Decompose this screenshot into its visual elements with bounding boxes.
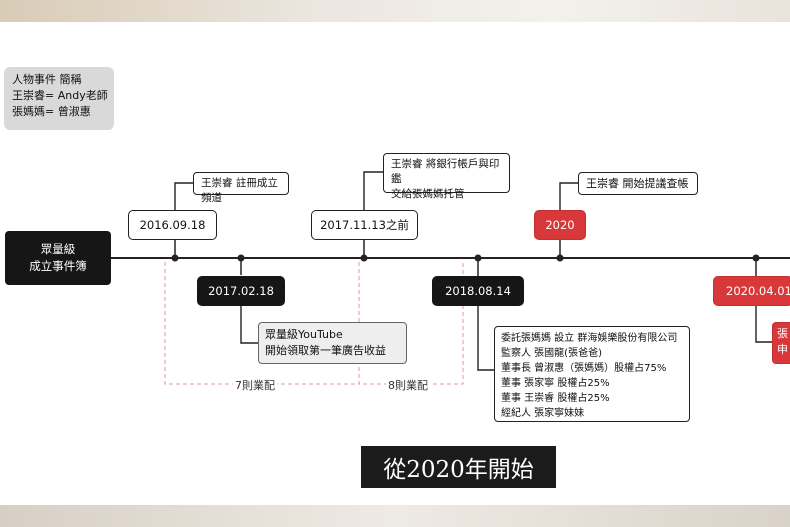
note-youtube-revenue: 眾量級YouTube 開始領取第一筆廣告收益	[258, 322, 407, 364]
note-youtube-line-2: 開始領取第一筆廣告收益	[265, 344, 386, 357]
note-cut-line-1: 張	[777, 327, 788, 340]
root-label-box: 眾量級 成立事件簿	[5, 231, 111, 285]
span-label-1: 7則業配	[233, 377, 277, 393]
event-date-2020-04-01: 2020.04.01	[713, 276, 790, 306]
note-bank-custody: 王崇睿 將銀行帳戶與印鑑 交給張媽媽托管	[383, 153, 510, 200]
event-date-2017-11-13: 2017.11.13之前	[311, 210, 418, 240]
timeline-board	[0, 22, 790, 505]
note-company-line-5: 董事 王崇睿 股權占25%	[501, 393, 610, 404]
event-date-2018-08-14: 2018.08.14	[432, 276, 524, 306]
note-cut-off: 張 申	[772, 322, 790, 364]
note-company-line-3: 董事長 曾淑惠（張媽媽）股權占75%	[501, 363, 667, 374]
legend-line-1: 王崇睿= Andy老師	[12, 89, 108, 102]
legend-box: 人物事件 簡稱 王崇睿= Andy老師 張媽媽= 曾淑惠	[4, 67, 114, 130]
note-youtube-line-1: 眾量級YouTube	[265, 328, 343, 341]
bottom-background-band	[0, 505, 790, 527]
note-channel-text: 王崇睿 註冊成立頻道	[201, 177, 278, 204]
note-company-line-4: 董事 張家寧 股權占25%	[501, 378, 610, 389]
note-company-line-2: 監察人 張國龍(張爸爸)	[501, 348, 602, 359]
note-audit-text: 王崇睿 開始提議查帳	[586, 177, 689, 190]
note-company-setup: 委託張媽媽 設立 群海娛樂股份有限公司 監察人 張國龍(張爸爸) 董事長 曾淑惠…	[494, 326, 690, 422]
video-subtitle: 從2020年開始	[361, 446, 556, 488]
legend-line-2: 張媽媽= 曾淑惠	[12, 105, 91, 118]
note-bank-line-2: 交給張媽媽托管	[391, 188, 465, 200]
note-bank-line-1: 王崇睿 將銀行帳戶與印鑑	[391, 158, 500, 185]
event-date-2016-09-18: 2016.09.18	[128, 210, 217, 240]
note-channel: 王崇睿 註冊成立頻道	[193, 172, 289, 204]
span-label-2: 8則業配	[386, 377, 430, 393]
root-label-line-1: 眾量級	[40, 242, 76, 256]
legend-title: 人物事件 簡稱	[12, 73, 82, 86]
top-background-band	[0, 0, 790, 22]
root-label-line-2: 成立事件簿	[29, 259, 87, 273]
note-audit-proposal: 王崇睿 開始提議查帳	[578, 172, 698, 195]
note-company-line-1: 委託張媽媽 設立 群海娛樂股份有限公司	[501, 333, 678, 344]
note-company-line-6: 經紀人 張家寧妹妹	[501, 408, 585, 419]
note-cut-line-2: 申	[777, 343, 788, 356]
event-date-2017-02-18: 2017.02.18	[197, 276, 285, 306]
event-date-2020: 2020	[534, 210, 586, 240]
